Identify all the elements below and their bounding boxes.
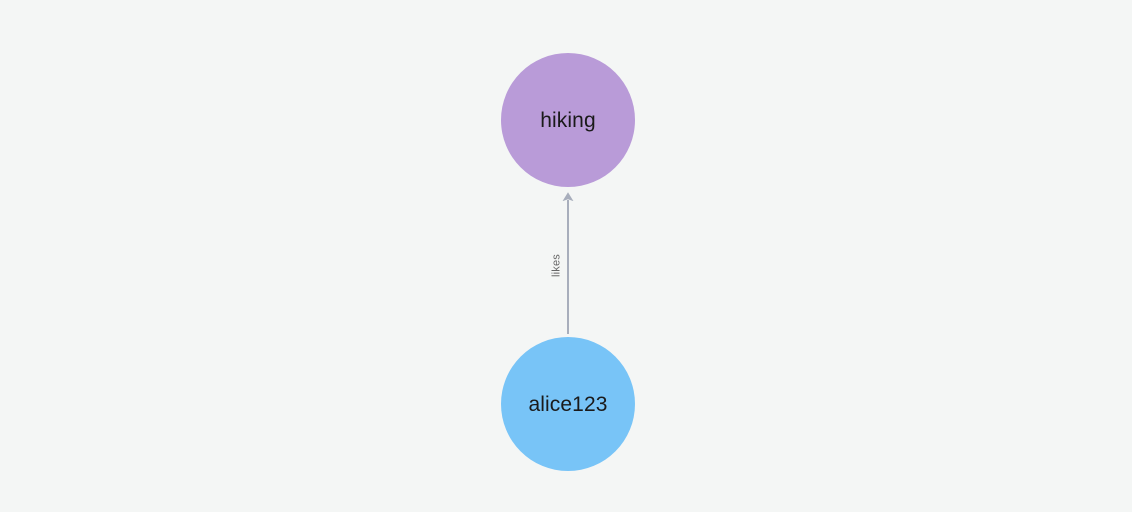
graph-node-label-hiking: hiking	[540, 108, 596, 132]
graph-node-label-alice123: alice123	[528, 392, 608, 416]
graph-node-hiking[interactable]: hiking	[501, 53, 635, 187]
graph-node-alice123[interactable]: alice123	[501, 337, 635, 471]
edge-label-likes: likes	[550, 254, 563, 278]
